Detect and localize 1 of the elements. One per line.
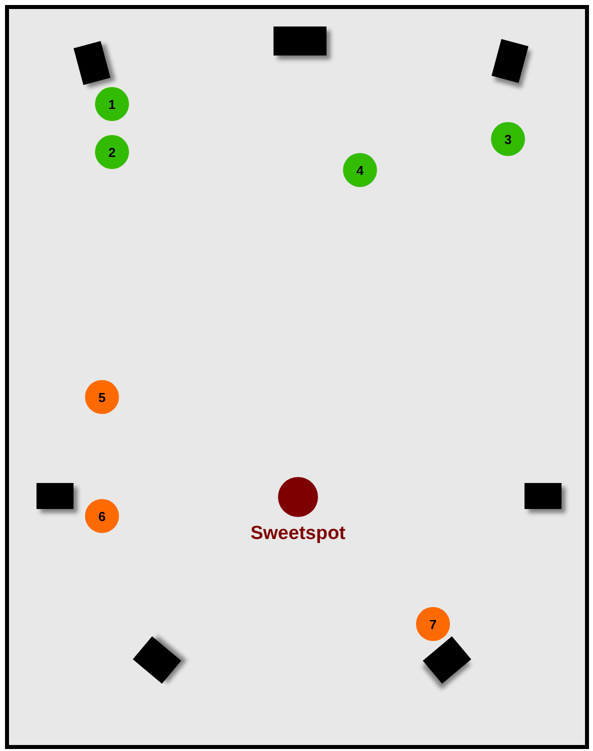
sweetspot-label: Sweetspot — [250, 523, 346, 545]
